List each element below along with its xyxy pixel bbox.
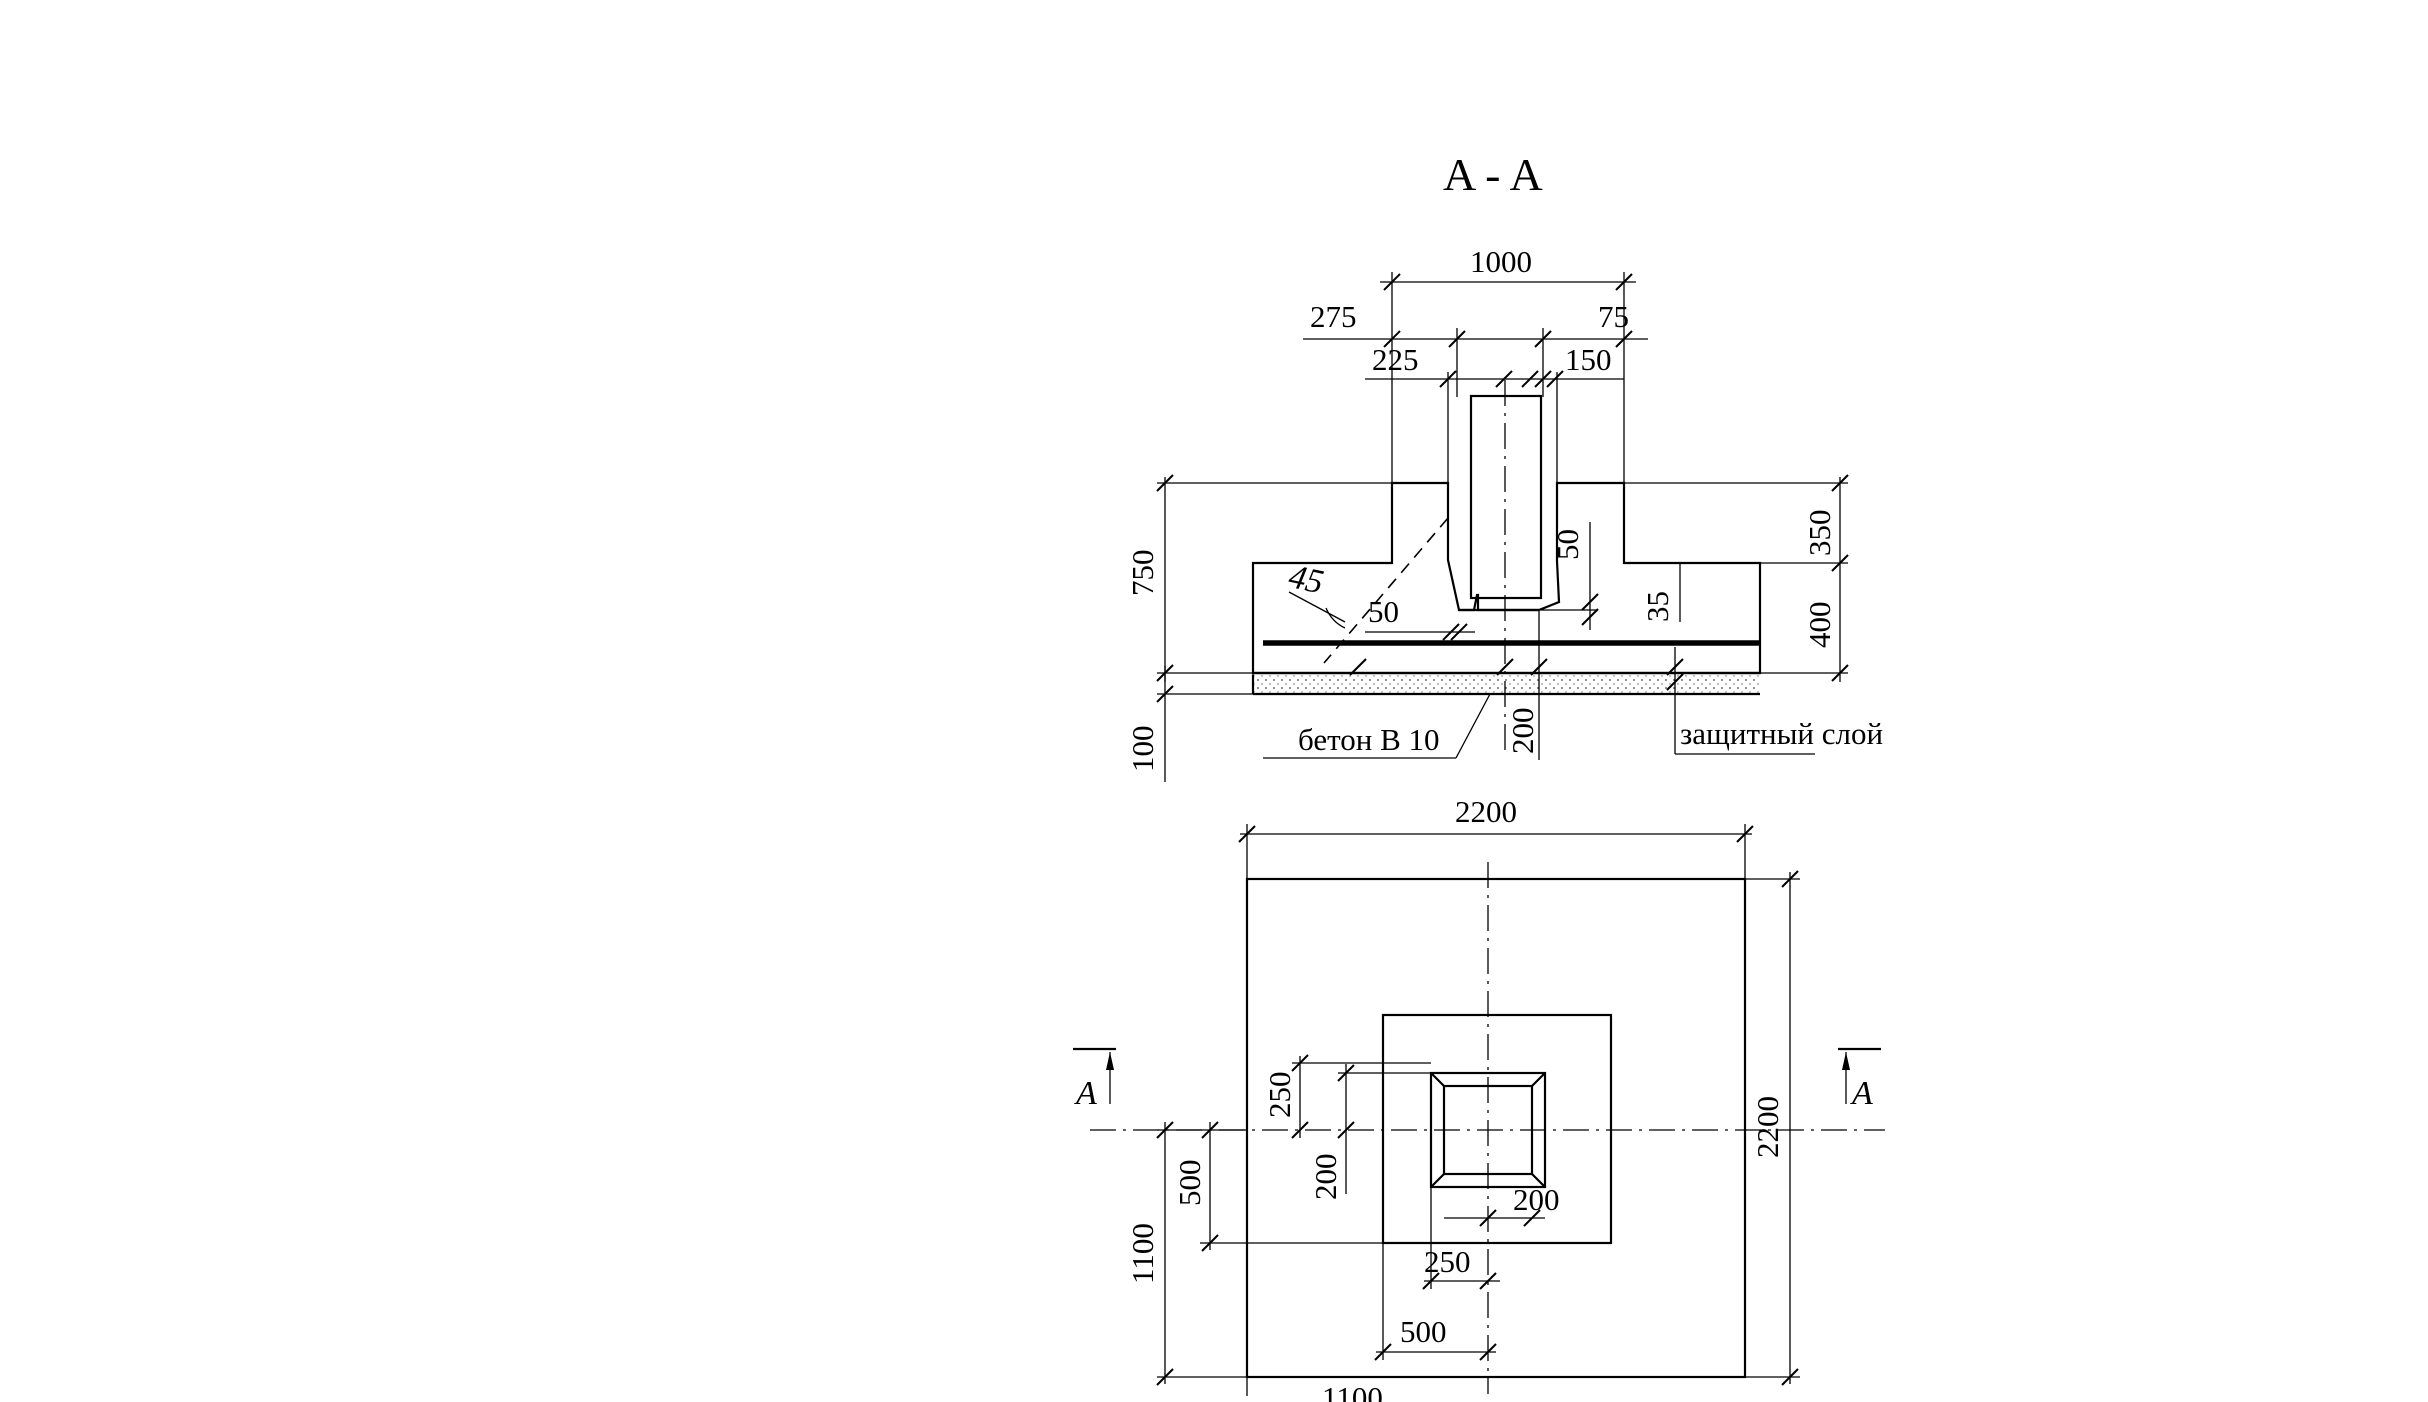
dim-plan-half-width: 1100 [1322, 1380, 1383, 1402]
dim-column-half: 500 [1172, 1160, 1207, 1207]
dim-socket-right: 200 [1513, 1182, 1560, 1217]
dim-column-height: 350 [1802, 510, 1837, 557]
dim-cover: 35 [1640, 591, 1675, 622]
dim-slot-gap: 50 [1368, 594, 1399, 629]
dim-left-inner: 225 [1372, 342, 1419, 377]
dim-socket-left: 200 [1308, 1154, 1343, 1201]
concrete-preparation [1254, 675, 1760, 693]
dim-total-height: 750 [1125, 550, 1160, 597]
dim-centre-offset: 200 [1505, 708, 1540, 755]
column-step-plan [1381, 1013, 1613, 1245]
dim-angle: 45 [1286, 558, 1327, 601]
dim-right-step: 75 [1598, 299, 1629, 334]
label-protective-layer: защитный слой [1680, 716, 1883, 751]
dim-socket-top: 250 [1262, 1072, 1297, 1119]
dim-prep-height: 100 [1125, 726, 1160, 773]
foundation-slab-plan [1245, 877, 1747, 1379]
dim-socket-bottom: 250 [1424, 1244, 1471, 1279]
dim-plan-width: 2200 [1455, 794, 1517, 829]
dim-right-inner: 150 [1565, 342, 1612, 377]
column-section [1469, 394, 1543, 600]
punching-line [1323, 517, 1449, 664]
section-view: A - A 1000 [1125, 149, 1883, 782]
dim-slot-depth: 50 [1550, 529, 1585, 560]
dim-left-step: 275 [1310, 299, 1357, 334]
dim-plan-half-height: 1100 [1125, 1223, 1160, 1284]
section-mark-left: А [1074, 1075, 1097, 1112]
section-title: A - A [1443, 149, 1543, 200]
dim-column-full: 500 [1400, 1314, 1447, 1349]
dim-plan-height: 2200 [1750, 1096, 1785, 1158]
section-mark-right: А [1850, 1075, 1873, 1112]
dim-top-width: 1000 [1470, 244, 1532, 279]
plan-view: 2200 А А 2200 [1073, 794, 1885, 1402]
label-concrete: бетон В 10 [1298, 722, 1440, 757]
dim-slab-height: 400 [1802, 602, 1837, 649]
